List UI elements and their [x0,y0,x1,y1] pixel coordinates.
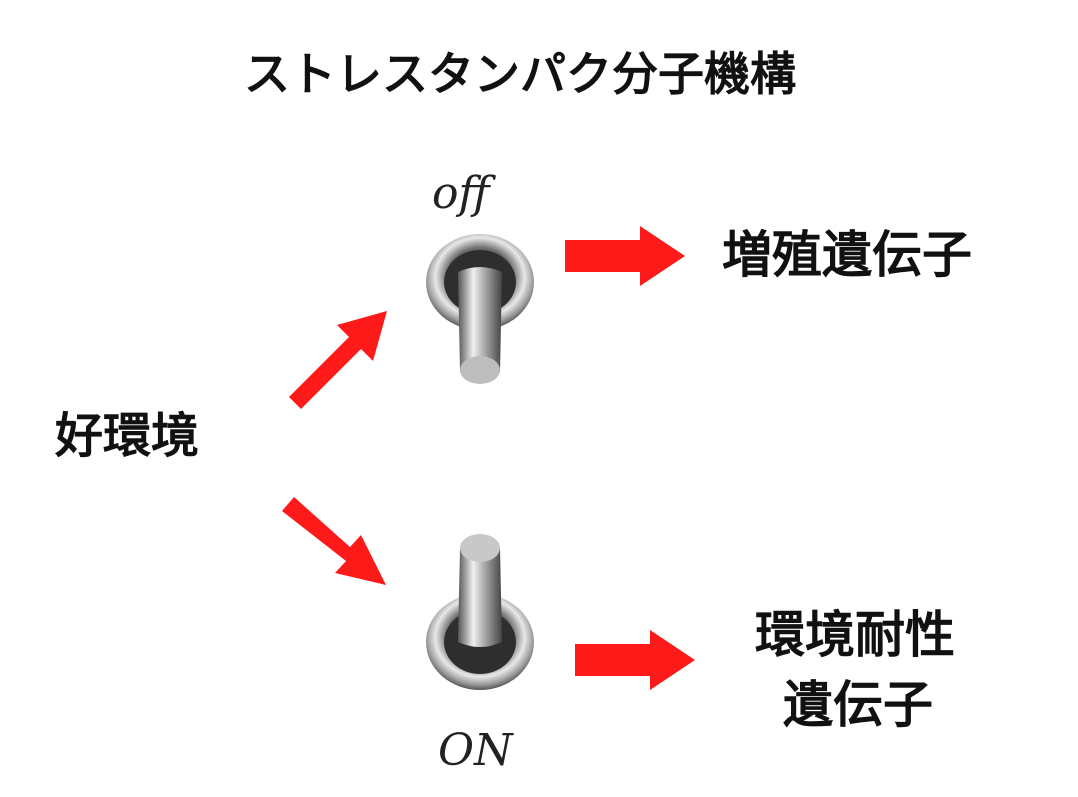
output-proliferation-genes: 増殖遺伝子 [722,226,972,284]
diagram-title: ストレスタンパク分子機構 [244,47,796,101]
switch-off-label: off [432,168,496,219]
output-tolerance-line1: 環境耐性 [755,606,955,664]
switch-on-label: ON [438,725,514,776]
input-label: 好環境 [54,408,199,464]
arrow-down-right [282,497,386,585]
toggle-switch-off [426,234,534,384]
arrow-to-proliferation [565,226,685,286]
arrow-to-tolerance [575,630,695,690]
toggle-switch-on [426,534,534,690]
output-tolerance-line2: 遺伝子 [783,676,933,734]
arrow-up-right [289,311,387,409]
